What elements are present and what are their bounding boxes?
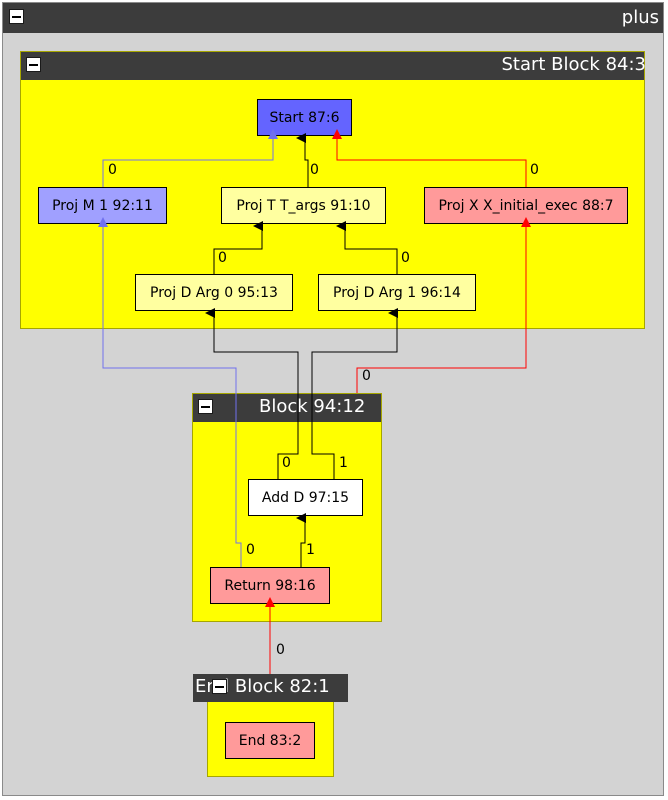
node-proj-x[interactable]: Proj X X_initial_exec 88:7 [424,187,628,224]
block-title: Block 94:12 [259,396,366,417]
block-titlebar: Block 94:12 [193,394,381,422]
collapse-icon[interactable] [212,679,227,694]
node-end[interactable]: End 83:2 [225,722,315,759]
window-titlebar: plus [3,3,663,33]
node-proj-d0[interactable]: Proj D Arg 0 95:13 [135,274,293,311]
node-proj-m[interactable]: Proj M 1 92:11 [38,187,167,224]
window-title: plus [621,7,659,28]
start-block-titlebar: Start Block 84:3 [21,52,646,80]
node-proj-d1[interactable]: Proj D Arg 1 96:14 [318,274,476,311]
node-start[interactable]: Start 87:6 [257,99,352,136]
start-block-title: Start Block 84:3 [501,54,646,75]
collapse-icon[interactable] [198,399,213,414]
collapse-icon[interactable] [26,57,41,72]
collapse-icon[interactable] [9,9,24,24]
node-add[interactable]: Add D 97:15 [248,479,363,516]
node-return[interactable]: Return 98:16 [210,567,330,604]
end-block-title: End Block 82:1 [195,676,330,697]
node-proj-t[interactable]: Proj T T_args 91:10 [221,187,386,224]
end-block-titlebar: End Block 82:1 [193,674,348,702]
